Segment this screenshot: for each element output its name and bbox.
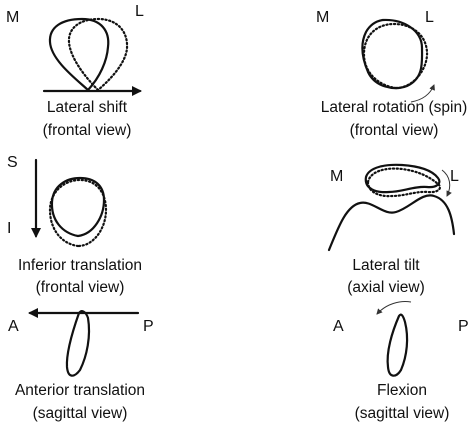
patella-sagittal-outline (386, 313, 409, 377)
caption-view: (frontal view) (350, 122, 439, 139)
caption-view: (frontal view) (36, 279, 125, 296)
panel-flexion: A P Flexion (sagittal view) (333, 301, 469, 422)
anterior-label: A (333, 318, 344, 335)
translated-patella-outline (48, 178, 108, 248)
panel-lateral-shift: M L Lateral shift (frontal view) (6, 3, 144, 139)
caption-view: (frontal view) (43, 122, 132, 139)
shifted-patella-outline (67, 17, 129, 92)
patella-sagittal-outline (65, 310, 91, 377)
inferior-label: I (7, 220, 11, 237)
medial-label: M (6, 9, 19, 26)
superior-label: S (7, 154, 18, 171)
caption-title: Lateral shift (47, 99, 128, 116)
panel-anterior-translation: A P Anterior translation (sagittal view) (8, 308, 154, 422)
medial-label: M (316, 9, 329, 26)
patella-outline (361, 18, 424, 90)
flexion-arrow (376, 301, 412, 315)
caption-title: Anterior translation (15, 382, 145, 399)
tilted-patella-outline (366, 167, 442, 198)
caption-view: (sagittal view) (33, 405, 128, 422)
caption-title: Lateral rotation (spin) (321, 99, 467, 116)
caption-title: Inferior translation (18, 257, 142, 274)
rotation-arrow (410, 84, 435, 103)
anterior-label: A (8, 318, 19, 335)
panel-inferior-translation: S I Inferior translation (frontal view) (7, 154, 142, 296)
panel-lateral-tilt: M L Lateral tilt (axial view) (327, 163, 459, 296)
lateral-label: L (425, 9, 434, 26)
posterior-label: P (143, 318, 154, 335)
patella-outline (364, 163, 441, 194)
patella-outline (48, 17, 110, 92)
lateral-label: L (135, 3, 144, 20)
panel-lateral-rotation: M L Lateral rotation (spin) (frontal vie… (316, 9, 467, 139)
caption-title: Flexion (377, 382, 427, 399)
femoral-trochlea-outline (327, 194, 456, 252)
caption-title: Lateral tilt (352, 257, 420, 274)
patella-outline (50, 176, 106, 238)
lateral-label: L (450, 168, 459, 185)
posterior-label: P (458, 318, 469, 335)
medial-label: M (330, 168, 343, 185)
caption-view: (sagittal view) (355, 405, 450, 422)
caption-view: (axial view) (347, 279, 425, 296)
tilt-arrow (441, 169, 452, 197)
